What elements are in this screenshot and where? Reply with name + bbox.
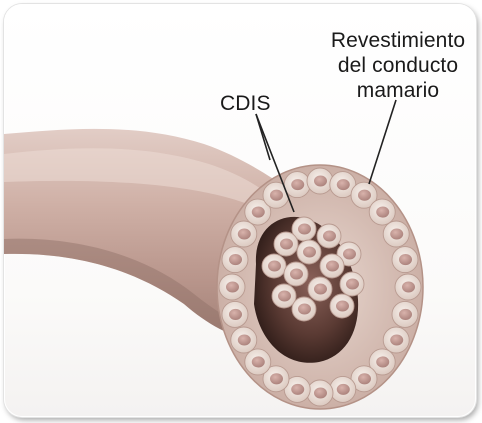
cell-nucleus	[291, 384, 304, 395]
cell-nucleus	[229, 309, 242, 320]
cell-nucleus	[298, 303, 311, 314]
cell-nucleus	[268, 260, 281, 271]
cell-nucleus	[314, 283, 327, 294]
cell-nucleus	[337, 384, 350, 395]
cell-nucleus	[252, 207, 265, 218]
cell-nucleus	[376, 356, 389, 367]
label-lining-line2: del conducto	[318, 53, 476, 78]
cell-nucleus	[399, 309, 412, 320]
label-duct-lining: Revestimiento del conducto mamario	[318, 28, 476, 103]
label-lining-line1: Revestimiento	[318, 28, 476, 53]
cell-nucleus	[314, 387, 327, 398]
cell-nucleus	[358, 373, 371, 384]
cell-nucleus	[358, 190, 371, 201]
cell-nucleus	[298, 223, 311, 234]
cell-nucleus	[238, 334, 251, 345]
cell-nucleus	[390, 334, 403, 345]
label-lining-line3: mamario	[318, 78, 476, 103]
cell-nucleus	[303, 246, 316, 257]
cell-nucleus	[238, 228, 251, 239]
cell-nucleus	[290, 268, 303, 279]
cell-nucleus	[226, 281, 239, 292]
figure-frame: CDIS Revestimiento del conducto mamario	[4, 4, 476, 417]
cell-nucleus	[399, 254, 412, 265]
cell-nucleus	[337, 179, 350, 190]
cell-nucleus	[252, 356, 265, 367]
cell-nucleus	[326, 260, 339, 271]
cell-nucleus	[314, 175, 327, 186]
cell-nucleus	[229, 254, 242, 265]
cell-nucleus	[346, 278, 359, 289]
cell-nucleus	[323, 230, 336, 241]
label-cdis: CDIS	[220, 91, 271, 116]
cell-nucleus	[270, 190, 283, 201]
cell-nucleus	[376, 207, 389, 218]
cell-nucleus	[336, 300, 349, 311]
cell-nucleus	[402, 281, 415, 292]
cell-nucleus	[270, 373, 283, 384]
cell-nucleus	[291, 179, 304, 190]
cell-nucleus	[280, 238, 293, 249]
cell-nucleus	[390, 228, 403, 239]
cell-nucleus	[278, 290, 291, 301]
cell-nucleus	[343, 248, 356, 259]
